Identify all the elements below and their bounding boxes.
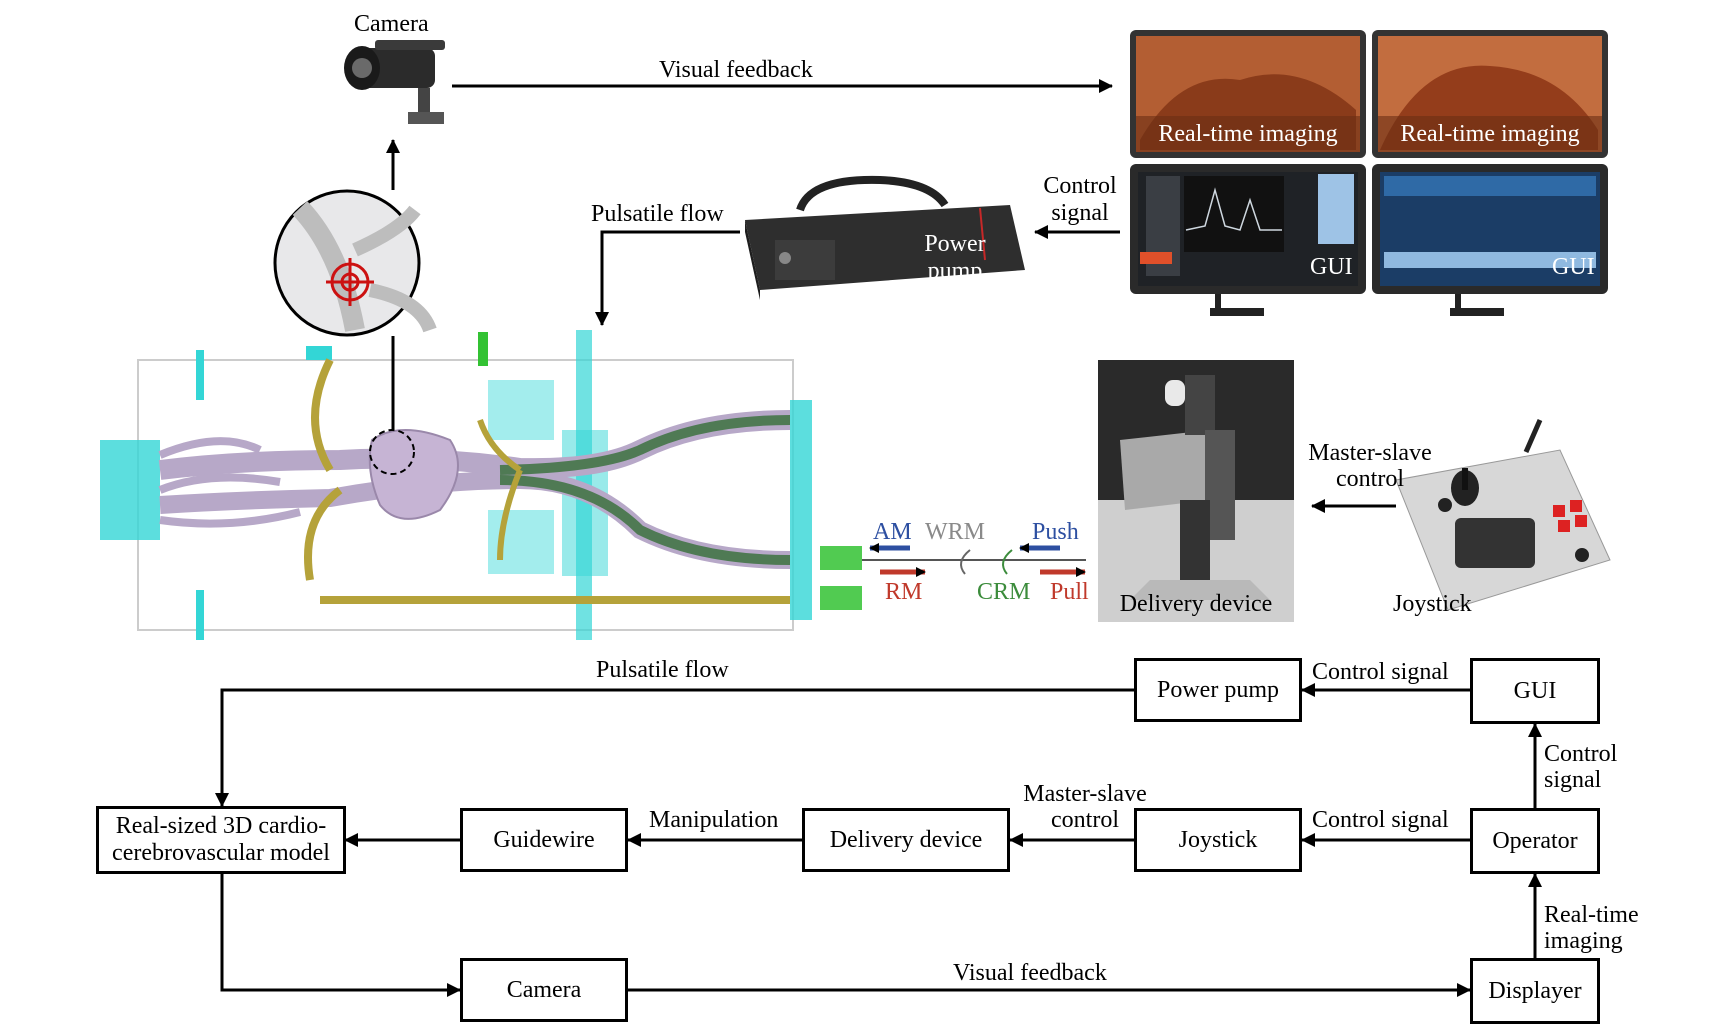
rm-label: RM — [885, 579, 923, 605]
master-slave-label-top-line2: control — [1336, 466, 1404, 492]
realtime-imaging-label-right: Real-time imaging — [1400, 121, 1580, 147]
pulsatile-flow-arrow-top — [595, 230, 740, 326]
control-signal-edge-label-mid: Control signal — [1312, 807, 1449, 833]
gui-label-left: GUI — [1310, 254, 1353, 280]
visual-feedback-label-top: Visual feedback — [659, 57, 813, 83]
master-slave-edge-label-line1: Master-slave — [1023, 781, 1147, 807]
model-node: Real-sized 3D cardio- cerebrovascular mo… — [96, 806, 346, 874]
delivery-device-photo — [1098, 360, 1294, 622]
crm-label: CRM — [977, 579, 1031, 605]
visual-feedback-edge-label: Visual feedback — [953, 960, 1107, 986]
joystick-photo-label: Joystick — [1393, 591, 1472, 617]
power-pump-device — [745, 175, 1025, 300]
camera-label: Camera — [354, 11, 429, 37]
delivery-device-node: Delivery device — [802, 808, 1010, 872]
monitor-right — [1372, 30, 1608, 316]
realtime-imaging-edge-label-line1: Real-time — [1544, 902, 1639, 928]
pulsatile-flow-edge-label: Pulsatile flow — [596, 657, 729, 683]
control-signal-edge-label-vertical-line2: signal — [1544, 767, 1602, 793]
gui-label-right: GUI — [1552, 254, 1595, 280]
realtime-imaging-edge-label-line2: imaging — [1544, 928, 1623, 954]
camera-node: Camera — [460, 958, 628, 1022]
power-pump-label-line1: Power — [924, 231, 986, 257]
manipulation-edge-label: Manipulation — [649, 807, 779, 833]
model-node-line1: Real-sized 3D cardio- — [115, 813, 327, 839]
monitor-left — [1130, 30, 1366, 316]
control-signal-label-top-line1: Control — [1043, 173, 1117, 199]
pull-label: Pull — [1050, 579, 1089, 605]
delivery-device-photo-label: Delivery device — [1119, 591, 1273, 617]
displayer-node: Displayer — [1470, 958, 1600, 1024]
realtime-imaging-label-left: Real-time imaging — [1158, 121, 1338, 147]
arrow-power-pump-to-model — [215, 688, 1134, 807]
joystick-node: Joystick — [1134, 808, 1302, 872]
gui-node: GUI — [1470, 658, 1600, 724]
zoom-inset — [273, 189, 437, 337]
camera-icon — [344, 40, 445, 124]
master-slave-label-top-line1: Master-slave — [1308, 440, 1432, 466]
control-signal-edge-label-vertical-line1: Control — [1544, 741, 1618, 767]
crosshair-icon — [326, 258, 374, 306]
guidewire-node: Guidewire — [460, 808, 628, 872]
push-label: Push — [1032, 519, 1079, 545]
arrow-model-to-camera — [220, 873, 461, 997]
power-pump-label-line2: pump — [927, 258, 983, 284]
operator-node: Operator — [1470, 808, 1600, 874]
power-pump-node: Power pump — [1134, 658, 1302, 722]
master-slave-edge-label-line2: control — [1051, 807, 1119, 833]
wrm-rotation-icon — [960, 549, 971, 575]
vascular-model — [100, 330, 1086, 640]
am-label: AM — [873, 519, 912, 545]
control-signal-label-top-line2: signal — [1051, 200, 1109, 226]
pulsatile-flow-label-top: Pulsatile flow — [591, 201, 724, 227]
control-signal-edge-label-top: Control signal — [1312, 659, 1449, 685]
model-node-line2: cerebrovascular model — [112, 840, 330, 866]
wrm-label: WRM — [925, 519, 985, 545]
crm-rotation-icon — [1002, 549, 1013, 575]
joystick-device — [1395, 418, 1611, 611]
